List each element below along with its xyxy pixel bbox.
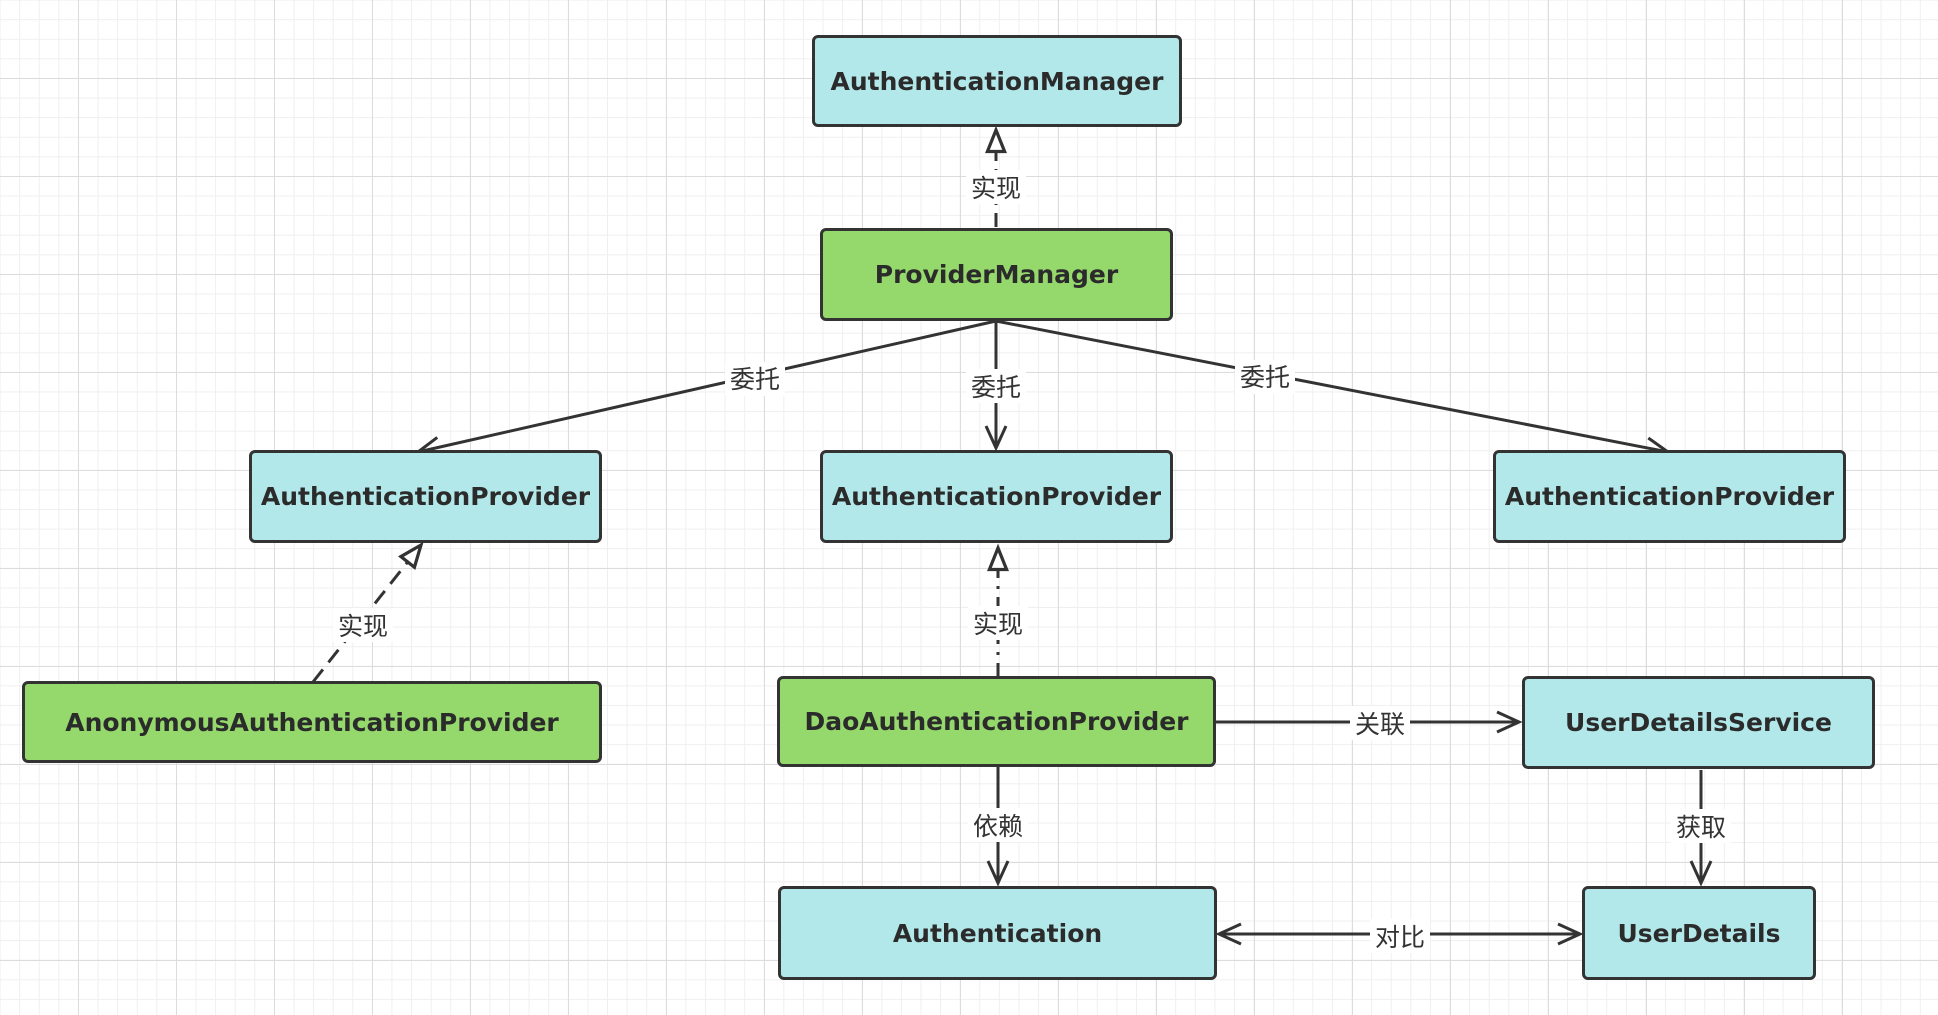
node-label: DaoAuthenticationProvider	[804, 707, 1189, 736]
edge-label-bg	[725, 362, 785, 396]
edge-label-implements-dao: 实现	[973, 610, 1023, 639]
edge-delegate-left	[414, 319, 997, 459]
node-user-details-service[interactable]: UserDetailsService	[1522, 676, 1875, 769]
edge-label-bg	[1370, 919, 1430, 953]
node-authentication-provider-left[interactable]: AuthenticationProvider	[249, 450, 602, 543]
node-authentication[interactable]: Authentication	[778, 886, 1217, 980]
edge-label-depends: 依赖	[973, 812, 1023, 841]
edge-label-compare: 对比	[1375, 923, 1425, 952]
edge-label-bg	[1235, 360, 1295, 394]
edge-label-obtain: 获取	[1676, 813, 1726, 842]
node-label: UserDetailsService	[1565, 708, 1832, 737]
node-user-details[interactable]: UserDetails	[1582, 886, 1816, 980]
node-anonymous-authentication-provider[interactable]: AnonymousAuthenticationProvider	[22, 681, 602, 763]
node-provider-manager[interactable]: ProviderManager	[820, 228, 1173, 321]
edge-label-bg	[966, 170, 1026, 204]
node-label: AuthenticationProvider	[1504, 482, 1835, 511]
edge-label-bg	[966, 369, 1026, 403]
edge-label-bg	[1350, 706, 1410, 740]
edge-label-bg	[968, 606, 1028, 640]
node-label: AuthenticationProvider	[831, 482, 1162, 511]
node-authentication-manager[interactable]: AuthenticationManager	[812, 35, 1182, 127]
node-label: Authentication	[892, 918, 1103, 948]
node-label: AuthenticationProvider	[260, 482, 591, 511]
node-label: AnonymousAuthenticationProvider	[65, 707, 559, 737]
node-authentication-provider-center[interactable]: AuthenticationProvider	[820, 450, 1173, 543]
edge-label-delegate-right: 委托	[1240, 363, 1290, 392]
node-authentication-provider-right[interactable]: AuthenticationProvider	[1493, 450, 1846, 543]
edge-label-associate: 关联	[1355, 710, 1405, 739]
node-label: UserDetails	[1617, 918, 1781, 948]
edge-label-delegate-center: 委托	[971, 373, 1021, 402]
node-dao-authentication-provider[interactable]: DaoAuthenticationProvider	[777, 676, 1216, 767]
edge-label-bg	[968, 808, 1028, 842]
edge-label-delegate-left: 委托	[730, 365, 780, 394]
edge-label-implements-top: 实现	[971, 174, 1021, 203]
node-label: ProviderManager	[874, 260, 1119, 289]
edge-label-bg	[333, 608, 393, 642]
edge-label-bg	[1671, 809, 1731, 843]
edge-delegate-right	[995, 319, 1672, 460]
edge-label-implements-anonymous: 实现	[338, 612, 388, 641]
node-label: AuthenticationManager	[830, 66, 1164, 96]
